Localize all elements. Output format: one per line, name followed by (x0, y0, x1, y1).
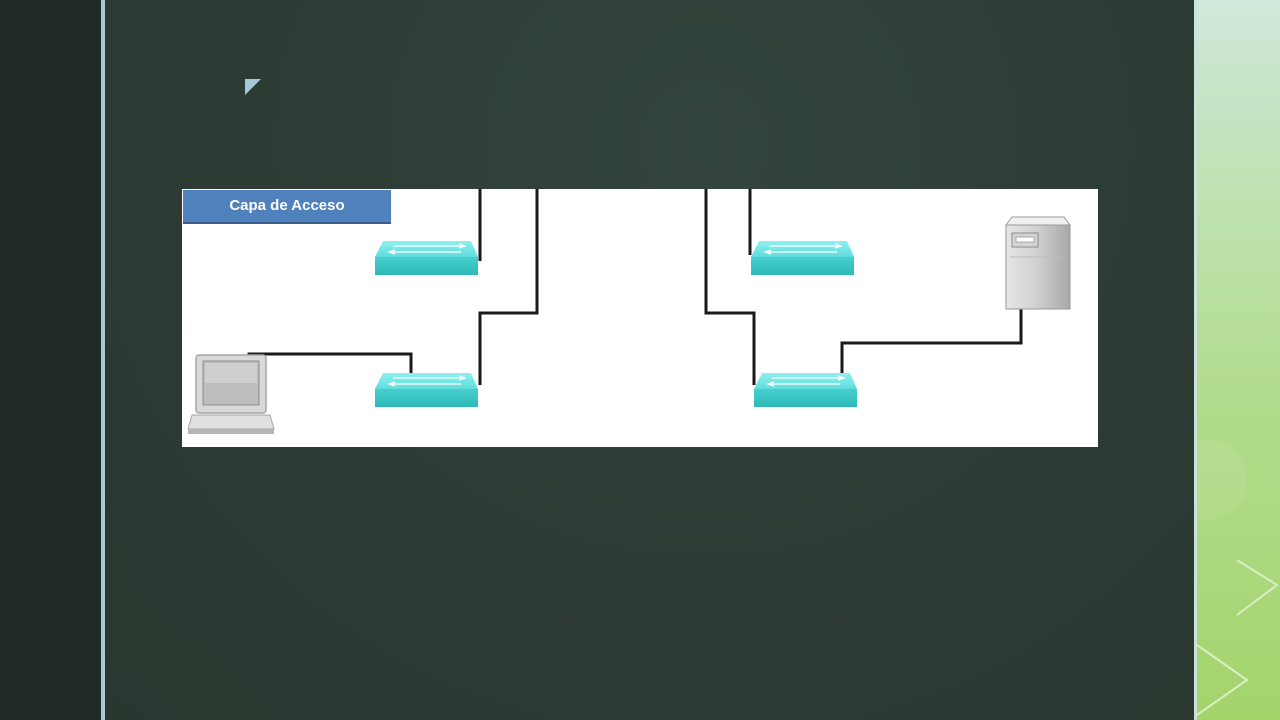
layer-label-banner: Capa de Acceso (183, 190, 391, 224)
right-accent-rule (1194, 0, 1197, 720)
link-server-switch (840, 309, 1023, 375)
network-links (247, 189, 1023, 385)
left-accent-rule (101, 0, 105, 720)
network-diagram: Capa de Acceso (182, 189, 1098, 447)
switch-icon (754, 373, 857, 407)
decorative-chevrons (1197, 440, 1279, 716)
switch-icon (375, 373, 478, 407)
switch-icon (751, 241, 854, 275)
corner-triangle-icon (245, 79, 261, 95)
left-sidebar-panel (0, 0, 101, 720)
link-laptop-switch (247, 352, 413, 375)
switch-icon (375, 241, 478, 275)
link-uplink-left-bottom (478, 189, 539, 385)
laptop-icon (187, 354, 275, 434)
topology-drawing (187, 189, 1071, 434)
decorative-green-panel (1197, 0, 1280, 720)
server-icon (1005, 216, 1071, 310)
link-uplink-right-bottom (704, 189, 756, 385)
